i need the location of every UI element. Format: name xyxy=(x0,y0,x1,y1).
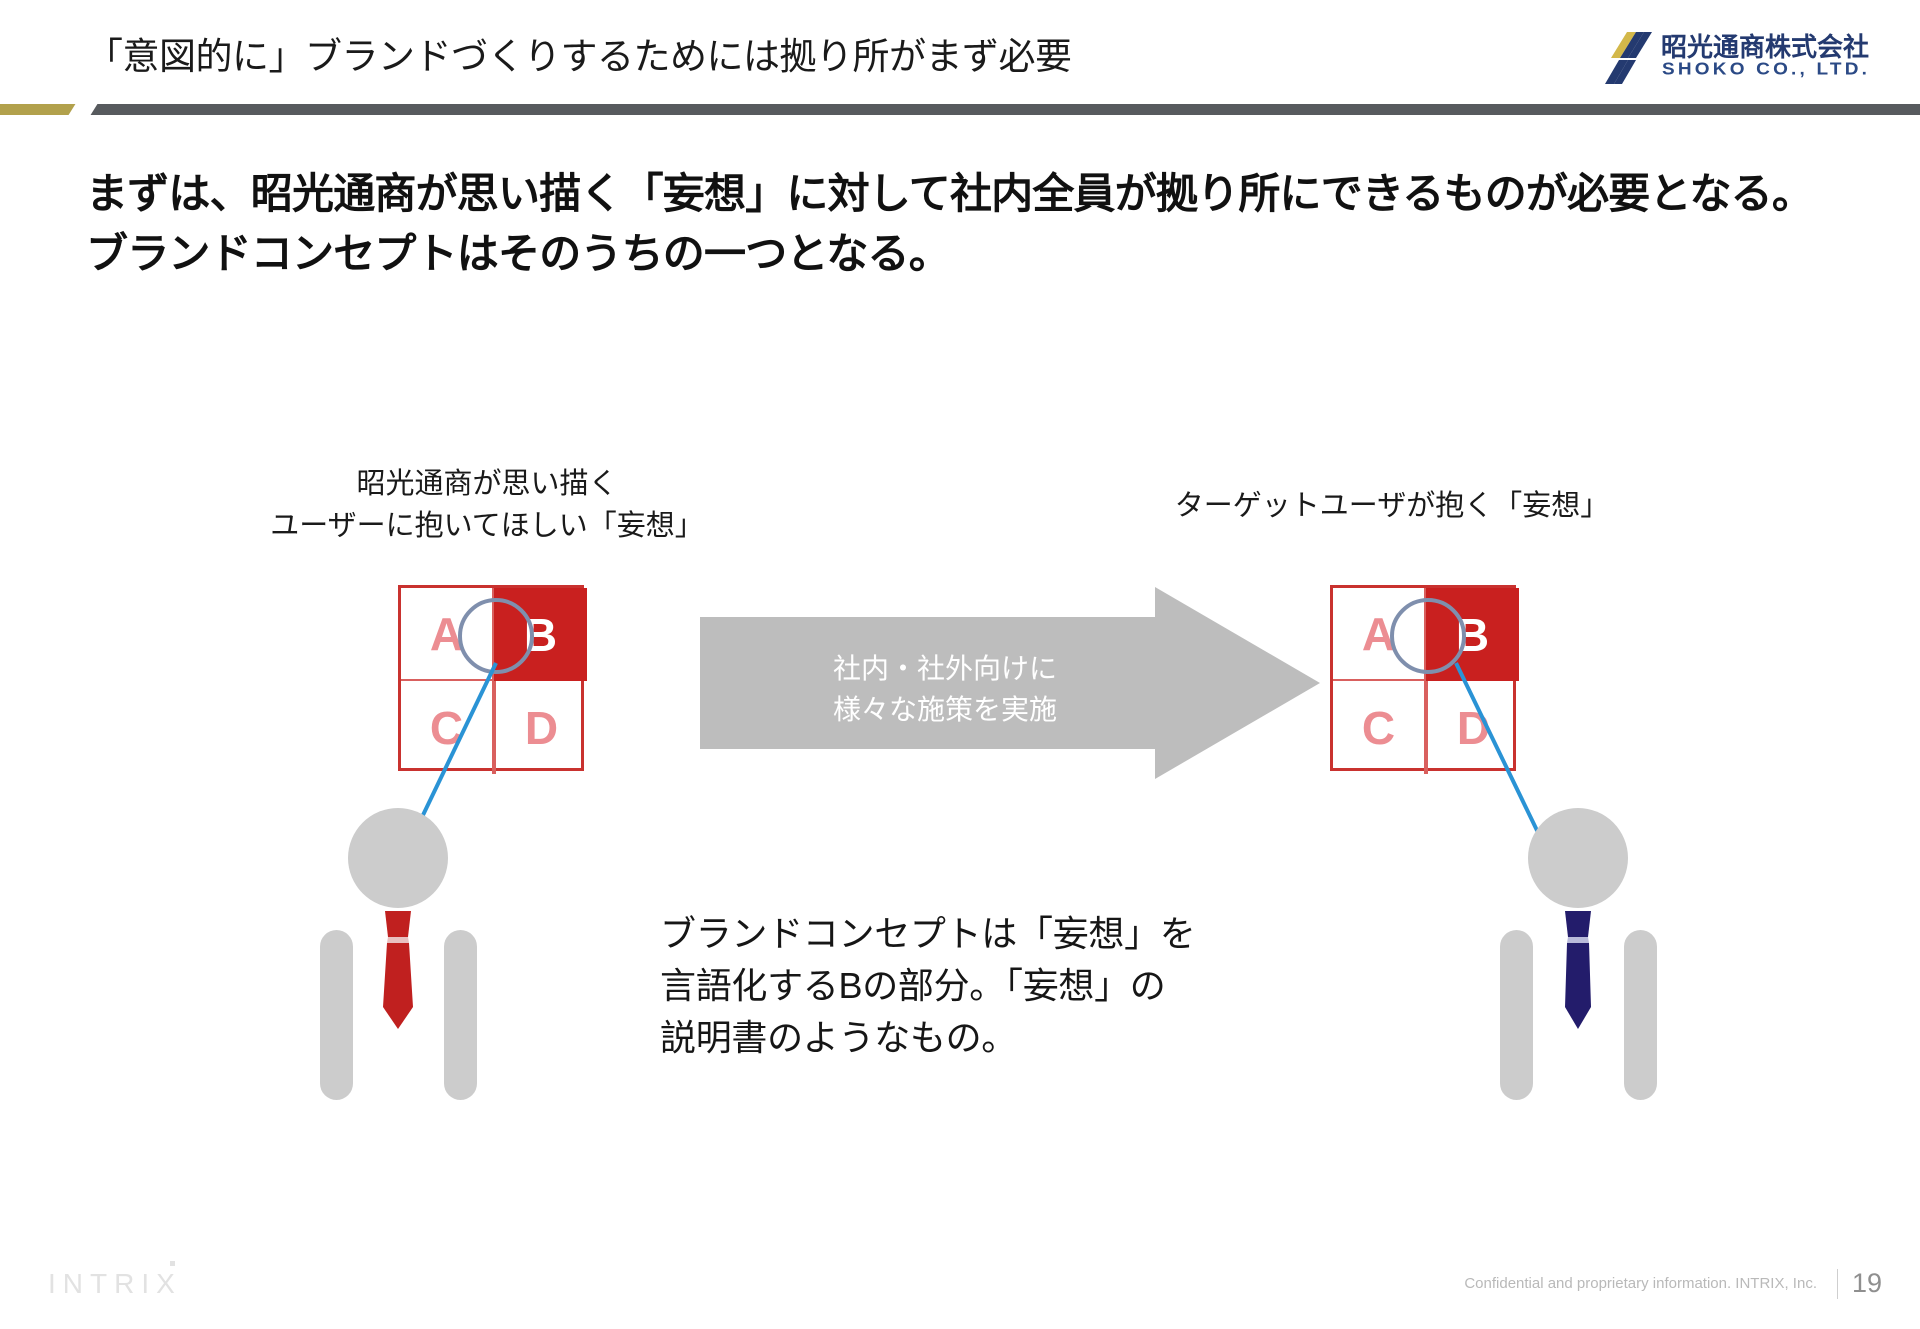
diagram-label-right-line-1: ターゲットユーザが抱く「妄想」 xyxy=(1174,490,1610,522)
shoko-slash-mark-icon xyxy=(1605,32,1652,84)
page-title: 「意図的に」ブランドづくりするためには拠り所がまず必要 xyxy=(86,36,1072,77)
person-right-head xyxy=(1528,808,1628,908)
matrix-right-cell-d: D xyxy=(1426,681,1519,774)
person-left-arm-right xyxy=(444,930,477,1100)
explanation-line-3: 説明書のようなもの。 xyxy=(660,1017,1018,1058)
matrix-right-cell-c: C xyxy=(1333,681,1426,774)
matrix-right: A B C D xyxy=(1330,585,1519,774)
process-arrow-label-line-1: 社内・社外向けに xyxy=(832,653,1057,684)
shoko-logo-name-en: SHOKO CO., LTD. xyxy=(1662,60,1871,80)
person-right-arm-left xyxy=(1500,930,1533,1100)
lead-headline-line-1: まずは、昭光通商が思い描く「妄想」に対して社内全員が拠り所にできるものが必要とな… xyxy=(86,170,1814,217)
lead-headline: まずは、昭光通商が思い描く「妄想」に対して社内全員が拠り所にできるものが必要とな… xyxy=(86,164,1846,284)
matrix-left-cell-b: B xyxy=(494,588,587,681)
intrix-logo-accent-dot xyxy=(170,1261,175,1266)
matrix-right-cell-a: A xyxy=(1333,588,1426,681)
header-divider-rule xyxy=(0,104,1920,115)
person-figure-right xyxy=(1498,808,1658,1100)
matrix-left-cell-a: A xyxy=(401,588,494,681)
matrix-left-cell-c: C xyxy=(401,681,494,774)
shoko-company-logo: 昭光通商株式会社 SHOKO CO., LTD. xyxy=(1603,26,1883,88)
person-left-necktie-icon xyxy=(383,911,413,1029)
footer-page-number: 19 xyxy=(1851,1268,1882,1298)
shoko-logo-name-ja: 昭光通商株式会社 xyxy=(1661,32,1870,62)
diagram-label-right: ターゲットユーザが抱く「妄想」 xyxy=(1152,485,1632,527)
diagram-label-left-line-2: ユーザーに抱いてほしい「妄想」 xyxy=(270,510,704,542)
footer-divider xyxy=(1837,1269,1838,1299)
process-arrow-label: 社内・社外向けに 様々な施策を実施 xyxy=(700,648,1190,730)
diagram-label-left: 昭光通商が思い描く ユーザーに抱いてほしい「妄想」 xyxy=(252,463,722,547)
process-arrow-icon xyxy=(700,587,1320,779)
person-right-arm-right xyxy=(1624,930,1657,1100)
process-arrow-label-line-2: 様々な施策を実施 xyxy=(832,694,1057,725)
matrix-right-cell-b: B xyxy=(1426,588,1519,681)
explanation-line-1: ブランドコンセプトは「妄想」を xyxy=(660,913,1196,954)
diagram-label-left-line-1: 昭光通商が思い描く xyxy=(356,468,618,500)
matrix-left: A B C D xyxy=(398,585,587,774)
footer-confidential-notice: Confidential and proprietary information… xyxy=(1464,1275,1817,1292)
person-left-head xyxy=(348,808,448,908)
person-left-arm-left xyxy=(320,930,353,1100)
matrix-left-cell-d: D xyxy=(494,681,587,774)
explanation-line-2: 言語化するBの部分。「妄想」の xyxy=(660,965,1166,1006)
lead-headline-line-2: ブランドコンセプトはそのうちの一つとなる。 xyxy=(86,230,951,277)
person-right-necktie-icon xyxy=(1565,911,1591,1029)
explanation-text: ブランドコンセプトは「妄想」を 言語化するBの部分。「妄想」の 説明書のようなも… xyxy=(660,908,1196,1064)
header-rule-gray-segment xyxy=(86,104,1920,115)
intrix-logo: INTRIX xyxy=(48,1268,182,1299)
person-figure-left xyxy=(318,808,478,1100)
header-rule-gold-segment xyxy=(0,104,78,115)
